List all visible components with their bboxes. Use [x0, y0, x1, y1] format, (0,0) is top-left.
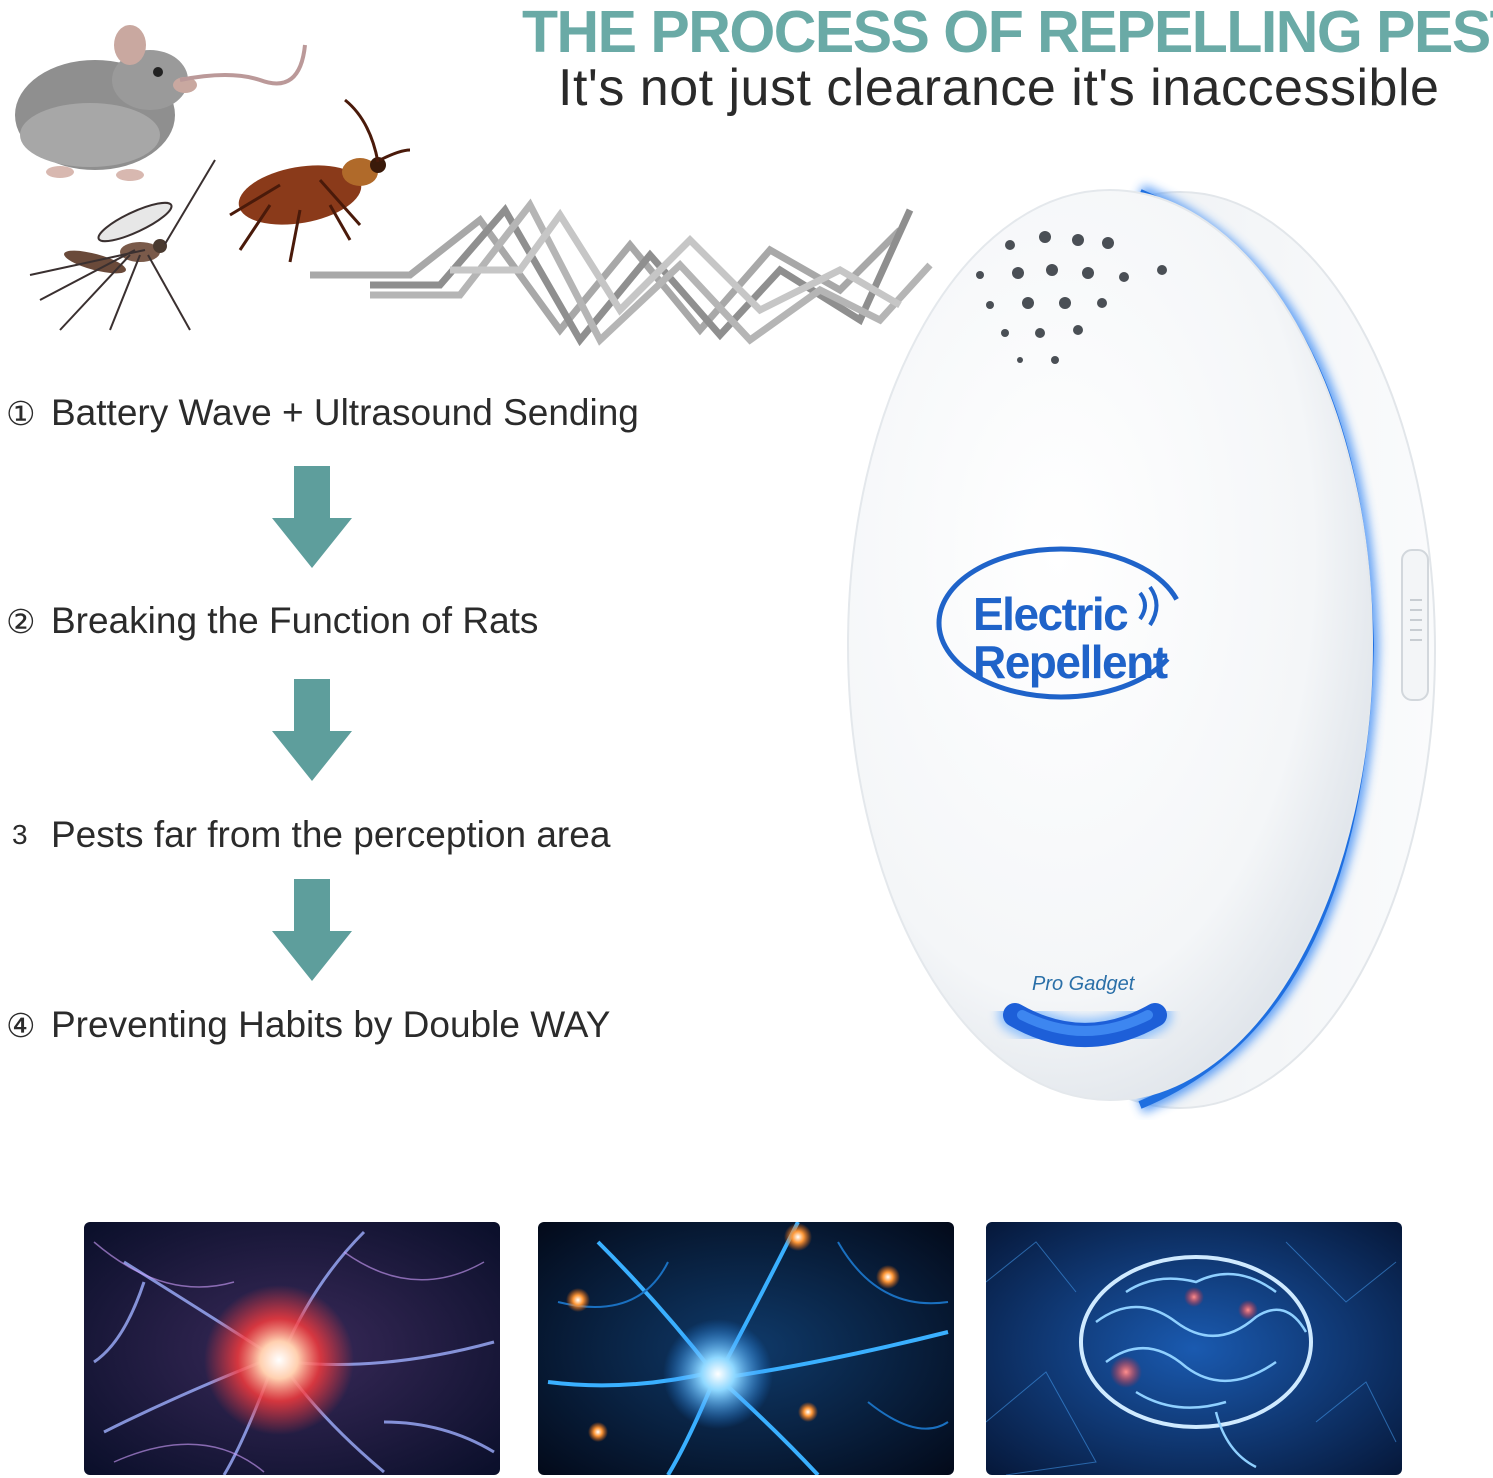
- rat-icon: [15, 25, 307, 181]
- step-4-number: ④: [6, 1006, 36, 1044]
- step-3: 3 Pests far from the perception area: [6, 814, 610, 856]
- arrow-down-icon: [272, 879, 352, 981]
- logo-line-electric: Electric: [973, 588, 1129, 640]
- sound-waves-graphic: [310, 198, 933, 347]
- step-1-number: ①: [6, 394, 36, 432]
- step-2: ② Breaking the Function of Rats: [6, 600, 538, 642]
- pests-illustration: [15, 25, 411, 331]
- device-logo: Electric Repellent: [973, 590, 1193, 686]
- headline: THE PROCESS OF REPELLING PESTS: [522, 0, 1493, 65]
- step-2-label: Breaking the Function of Rats: [51, 600, 539, 641]
- step-2-number: ②: [6, 602, 36, 640]
- subheadline: It's not just clearance it's inaccessibl…: [558, 59, 1440, 117]
- brain-image: [986, 1222, 1402, 1475]
- speaker-grille: [976, 231, 1167, 364]
- brand-label: Pro Gadget: [1032, 973, 1135, 995]
- repeller-device-image: [847, 184, 1436, 1114]
- step-3-number: 3: [12, 819, 28, 850]
- arrow-down-icon: [272, 466, 352, 568]
- step-4-label: Preventing Habits by Double WAY: [51, 1004, 611, 1045]
- step-3-label: Pests far from the perception area: [51, 814, 611, 855]
- neuron-red-image: [84, 1222, 500, 1475]
- mosquito-icon: [29, 159, 216, 331]
- logo-line-repellent: Repellent: [973, 636, 1168, 688]
- step-1-label: Battery Wave + Ultrasound Sending: [51, 392, 639, 433]
- arrow-down-icon: [272, 679, 352, 781]
- cockroach-icon: [229, 98, 411, 263]
- step-4: ④ Preventing Habits by Double WAY: [6, 1004, 610, 1046]
- step-1: ① Battery Wave + Ultrasound Sending: [6, 392, 639, 434]
- neuron-blue-image: [538, 1222, 954, 1475]
